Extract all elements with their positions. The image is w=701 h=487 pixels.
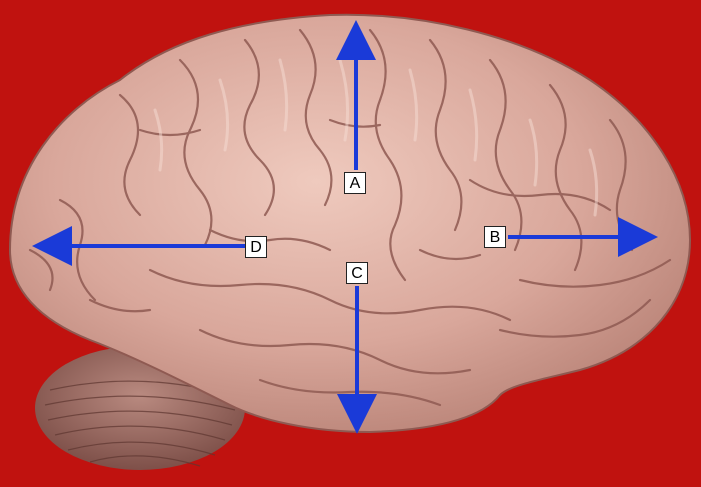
gyri-highlights	[153, 58, 599, 217]
cerebrum	[8, 13, 692, 434]
label-c: C	[346, 262, 368, 284]
label-a: A	[344, 172, 366, 194]
label-d: D	[245, 236, 267, 258]
label-b: B	[484, 226, 506, 248]
